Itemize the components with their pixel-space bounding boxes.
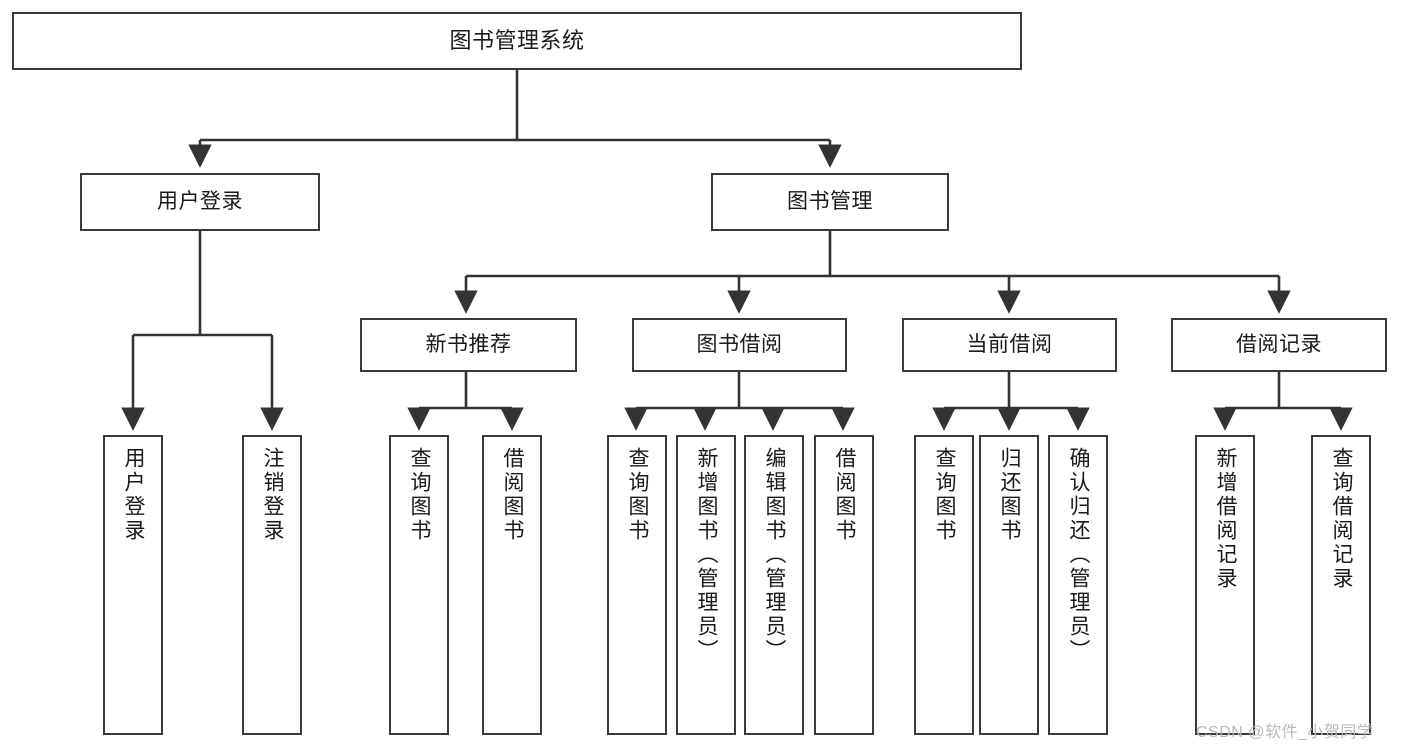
leaf-record-add-borrow-record[interactable]: 新增借阅记录: [1195, 435, 1255, 735]
node-label: 当前借阅: [966, 333, 1053, 357]
node-label: 借阅图书: [501, 447, 525, 543]
leaf-recommend-query-book[interactable]: 查询图书: [389, 435, 449, 735]
node-label: 图书管理: [787, 190, 873, 214]
node-label: 用户登录: [157, 190, 243, 214]
node-label: 借阅记录: [1236, 333, 1322, 357]
node-label: 查询图书: [626, 447, 650, 543]
leaf-current-confirm-return-admin[interactable]: 确认归还（管理员）: [1048, 435, 1108, 735]
leaf-user-login[interactable]: 用户登录: [103, 435, 163, 735]
node-label: 图书借阅: [696, 333, 783, 357]
leaf-borrow-add-book-admin[interactable]: 新增图书（管理员）: [676, 435, 736, 735]
node-label: 查询图书: [408, 447, 432, 543]
leaf-borrow-query-book[interactable]: 查询图书: [607, 435, 667, 735]
leaf-current-query-book[interactable]: 查询图书: [914, 435, 974, 735]
leaf-borrow-borrow-book[interactable]: 借阅图书: [814, 435, 874, 735]
node-label: 用户登录: [122, 447, 146, 543]
node-label: 确认归还（管理员）: [1067, 447, 1091, 663]
node-new-book-recommend[interactable]: 新书推荐: [360, 318, 577, 372]
node-label: 借阅图书: [833, 447, 857, 543]
node-label: 查询图书: [933, 447, 957, 543]
node-label: 新增图书（管理员）: [695, 447, 719, 663]
watermark: CSDN @软件_小贺同学: [1196, 724, 1374, 741]
node-current-borrow[interactable]: 当前借阅: [902, 318, 1117, 372]
node-root-system[interactable]: 图书管理系统: [12, 12, 1022, 70]
node-label: 编辑图书（管理员）: [763, 447, 787, 663]
node-label: 新书推荐: [425, 333, 512, 357]
leaf-borrow-edit-book-admin[interactable]: 编辑图书（管理员）: [744, 435, 804, 735]
node-book-borrow[interactable]: 图书借阅: [632, 318, 847, 372]
leaf-recommend-borrow-book[interactable]: 借阅图书: [482, 435, 542, 735]
node-label: 新增借阅记录: [1214, 447, 1238, 591]
node-label: 归还图书: [998, 447, 1022, 543]
node-label: 查询借阅记录: [1330, 447, 1354, 591]
node-user-login[interactable]: 用户登录: [80, 173, 320, 231]
leaf-record-query-borrow-record[interactable]: 查询借阅记录: [1311, 435, 1371, 735]
node-book-management[interactable]: 图书管理: [711, 173, 949, 231]
leaf-user-logout[interactable]: 注销登录: [242, 435, 302, 735]
leaf-current-return-book[interactable]: 归还图书: [979, 435, 1039, 735]
node-borrow-record[interactable]: 借阅记录: [1171, 318, 1387, 372]
node-label: 注销登录: [261, 447, 285, 543]
node-label: 图书管理系统: [449, 27, 585, 53]
